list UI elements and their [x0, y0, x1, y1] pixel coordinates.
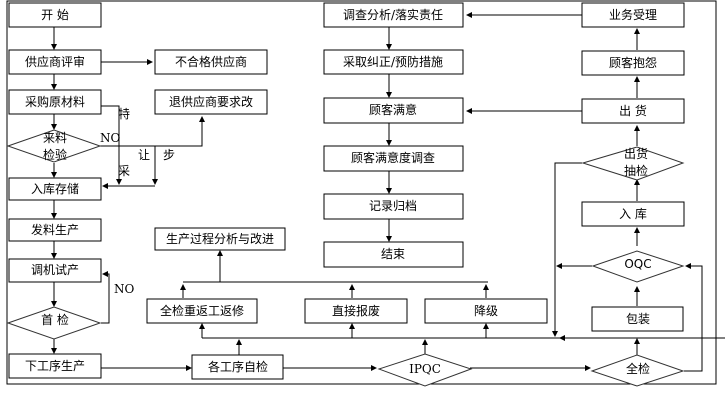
node-incoming-inspection: 来料 检验 — [6, 129, 102, 163]
node-process-analysis-label: 生产过程分析与改进 — [166, 231, 274, 246]
node-oqc: OQC — [591, 250, 685, 283]
node-end-label: 结束 — [381, 247, 405, 261]
label-concession-1: 让 — [138, 148, 150, 162]
node-supplier-review-label: 供应商评审 — [25, 54, 85, 69]
node-shipment: 出 货 — [581, 98, 685, 124]
node-process-analysis: 生产过程分析与改进 — [154, 227, 286, 251]
node-storage-label: 入库存储 — [31, 181, 79, 196]
connectors — [51, 12, 725, 372]
node-shipment-label: 出 货 — [619, 103, 647, 118]
node-business-acceptance-label: 业务受理 — [609, 7, 657, 22]
node-unqualified-supplier: 不合格供应商 — [154, 49, 268, 75]
node-record-archive-label: 记录归档 — [369, 199, 417, 213]
node-rework-label: 全检重返工返修 — [160, 303, 244, 318]
node-return-supplier: 退供应商要求改 — [154, 89, 268, 115]
node-warehouse-in: 入 库 — [581, 201, 685, 227]
node-investigation: 调查分析/落实责任 — [323, 2, 464, 28]
node-investigation-label: 调查分析/落实责任 — [343, 7, 443, 22]
node-downgrade: 降级 — [424, 298, 548, 324]
node-self-inspection: 各工序自检 — [191, 354, 284, 380]
node-ipqc: IPQC — [377, 353, 473, 387]
node-shipment-sampling-label-2: 抽检 — [624, 163, 648, 178]
node-self-inspection-label: 各工序自检 — [208, 359, 268, 374]
node-purchase-raw: 采购原材料 — [8, 89, 102, 115]
node-incoming-inspection-label-1: 来料 — [43, 131, 67, 145]
node-storage: 入库存储 — [8, 177, 102, 201]
node-downgrade-label: 降级 — [474, 304, 498, 318]
node-end: 结束 — [323, 241, 464, 268]
node-shipment-sampling-label-1: 出货 — [624, 146, 648, 161]
node-corrective-action: 采取纠正/预防措施 — [323, 49, 464, 75]
node-business-acceptance: 业务受理 — [581, 2, 685, 28]
node-shipment-sampling: 出货 抽检 — [581, 146, 685, 181]
node-incoming-inspection-label-2: 检验 — [43, 147, 67, 162]
node-satisfaction-survey: 顾客满意度调查 — [323, 145, 464, 172]
node-packaging: 包装 — [591, 306, 684, 332]
node-next-process-label: 下工序生产 — [25, 358, 85, 373]
label-concession-2: 步 — [163, 148, 175, 162]
label-special-2: 采 — [118, 164, 130, 178]
node-customer-complaint-label: 顾客抱怨 — [609, 55, 657, 70]
node-material-issue-label: 发料生产 — [31, 222, 79, 237]
label-no-first: NO — [114, 282, 135, 296]
node-first-inspection: 首 检 — [6, 306, 102, 340]
node-satisfaction-survey-label: 顾客满意度调查 — [351, 150, 435, 165]
node-start: 开 始 — [8, 2, 102, 28]
outer-frame — [6, 0, 717, 385]
node-customer-satisfaction: 顾客满意 — [323, 97, 464, 124]
node-warehouse-in-label: 入 库 — [619, 206, 647, 221]
node-packaging-label: 包装 — [626, 312, 650, 326]
node-full-inspection-label: 全检 — [626, 361, 650, 376]
node-return-supplier-label: 退供应商要求改 — [169, 94, 253, 109]
node-start-label: 开 始 — [41, 8, 69, 22]
label-special-1: 特 — [118, 106, 130, 121]
node-unqualified-supplier-label: 不合格供应商 — [175, 54, 247, 69]
node-corrective-action-label: 采取纠正/预防措施 — [343, 54, 443, 69]
node-record-archive: 记录归档 — [323, 193, 464, 220]
node-purchase-raw-label: 采购原材料 — [25, 94, 85, 109]
node-trial-run: 调机试产 — [8, 258, 102, 283]
node-material-issue: 发料生产 — [8, 218, 102, 242]
node-scrap-label: 直接报废 — [332, 303, 380, 318]
node-scrap: 直接报废 — [304, 298, 408, 324]
label-no-incoming: NO — [100, 131, 121, 145]
node-full-inspection: 全检 — [590, 354, 685, 387]
node-next-process: 下工序生产 — [8, 353, 102, 379]
node-ipqc-label: IPQC — [409, 362, 441, 376]
node-trial-run-label: 调机试产 — [31, 262, 79, 277]
node-customer-satisfaction-label: 顾客满意 — [369, 102, 417, 117]
node-customer-complaint: 顾客抱怨 — [581, 50, 685, 76]
node-rework: 全检重返工返修 — [146, 298, 258, 324]
node-first-inspection-label: 首 检 — [41, 312, 69, 327]
node-oqc-label: OQC — [624, 257, 651, 271]
node-supplier-review: 供应商评审 — [8, 49, 102, 75]
